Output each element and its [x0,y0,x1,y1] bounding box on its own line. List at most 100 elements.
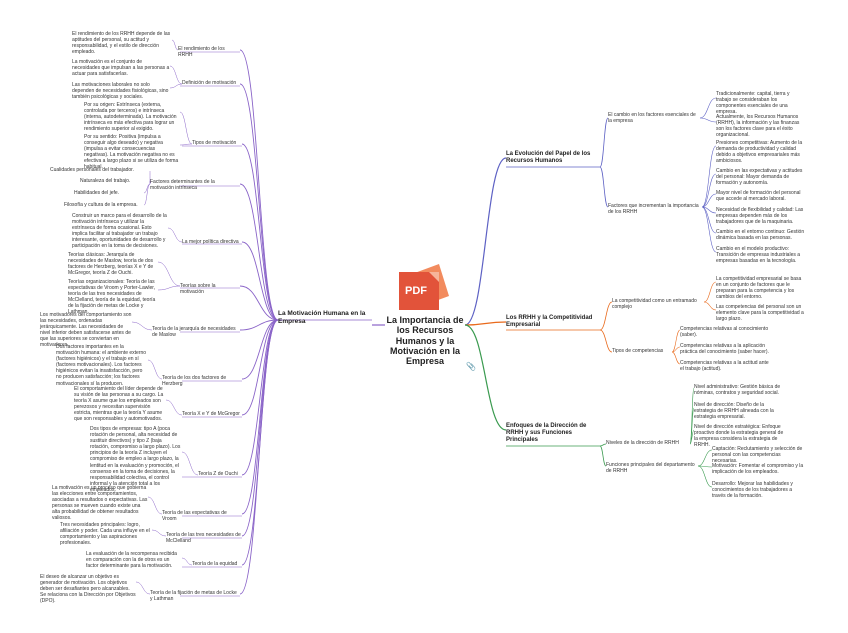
paperclip-icon[interactable]: 📎 [466,362,476,371]
ouchi-label[interactable]: Teoría Z de Ouchi [198,471,238,477]
link-left-leaf-8 [143,183,151,206]
rendimiento-label[interactable]: El rendimiento de los RRHH [178,46,225,59]
maslow-label[interactable]: Teoría de la jerarquía de necesidades de… [152,326,236,339]
link-comp-tipos [599,329,613,353]
factores-rrhh-item-3: Mayor nivel de formación del personal qu… [716,190,801,203]
link-left-cat-4 [241,241,279,321]
link-left-cat-11 [241,319,279,537]
competencia-item-1: Competencias relativas al conocimiento (… [680,326,769,339]
link-enfoques-niveles [599,443,607,447]
competitividad-item-2: Las competencias del personal son un ele… [716,304,804,323]
pdf-document-icon[interactable]: PDF [397,262,453,314]
tipos-competencias-label[interactable]: Tipos de competencias [612,348,664,354]
factores-rrhh-item-6: Cambio en el modelo productivo: Transici… [716,246,801,265]
link-left-leaf-9 [167,227,183,243]
nivel-item-3: Nivel de dirección estratégica: Enfoque … [694,424,784,449]
cambios-item-2: Actualmente, los Recursos Humanos (RRHH)… [716,114,800,139]
definicion-label[interactable]: Definición de motivación [182,80,237,86]
locke-desc: El deseo de alcanzar un objetivo es gene… [40,574,136,605]
link-left-cat-8 [241,319,279,416]
ouchi-desc: Dos tipos de empresas: tipo A (poca rota… [90,426,181,493]
niveles-label[interactable]: Niveles de la dirección de RRHH [606,440,679,446]
equidad-desc: La evaluación de la recompensa recibida … [86,551,177,570]
link-left-leaf-15 [181,451,199,476]
funcion-item-3: Desarrollo: Mejorar las habilidades y co… [712,481,793,500]
definicion-desc-1: La motivación es el conjunto de necesida… [72,59,170,78]
mcgregor-label[interactable]: Teoría X e Y de McGregor [182,411,240,417]
link-evolucion-factores [599,166,609,208]
link-left-leaf-14 [165,399,183,416]
cambios-label[interactable]: El cambio en los factores esenciales de … [608,112,696,125]
left-branch-title[interactable]: La Motivación Humana en la Empresa [278,310,366,325]
competitividad-item-1: La competitividad empresarial se basa en… [716,276,802,301]
factores-rrhh-label[interactable]: Factores que incrementan la importancia … [608,203,699,216]
nivel-item-1: Nivel administrativo: Gestión básica de … [694,384,781,397]
vroom-label[interactable]: Teoría de las expectativas de Vroom [162,510,227,523]
equidad-label[interactable]: Teoría de la equidad [192,561,238,567]
link-left-leaf-12 [131,321,153,331]
funciones-label[interactable]: Funciones principales del departamento d… [606,462,695,475]
link-left-cat-9 [241,319,279,476]
factor-item-4: Filosofía y cultura de la empresa. [64,202,138,208]
link-left-leaf-10 [157,261,181,287]
link-factores-rrhh-2 [701,193,717,208]
tipos-label[interactable]: Tipos de motivación [192,140,237,146]
tipos-desc-2: Por su sentido: Positiva (impulsa a cons… [84,134,179,171]
link-enfoques-funciones [599,445,607,467]
link-left-leaf-3 [179,111,193,145]
mcclelland-desc: Tres necesidades principales: logro, afi… [60,522,150,547]
link-left-leaf-1 [169,65,183,85]
mcgregor-desc: El comportamiento del líder depende de s… [74,386,164,423]
politica-desc: Construir un marco para el desarrollo de… [72,213,167,250]
link-left-cat-2 [241,143,279,321]
factores-rrhh-item-5: Cambio en el entorno continuo: Gestión d… [716,229,805,242]
evolucion-title[interactable]: La Evolución del Papel de los Recursos H… [506,151,591,165]
competitividad-title[interactable]: Los RRHH y la Competitividad Empresarial [506,315,593,329]
funcion-item-2: Motivación: Fomentar el compromiso y la … [712,463,804,476]
herzberg-desc: Dos factores importantes en la motivació… [56,344,147,387]
link-cambios-1 [699,117,717,123]
factores-label[interactable]: Factores determinantes de la motivación … [150,179,215,192]
enfoques-title[interactable]: Enfoques de la Dirección de RRHH y sus F… [506,423,587,444]
link-comp-ventaja [599,301,613,331]
link-tipos-comp-0 [671,329,681,353]
cambios-item-1: Tradicionalmente: capital, tierra y trab… [716,91,790,116]
link-funciones-2 [697,465,713,488]
factores-rrhh-item-2: Cambio en las expectativas y actitudes d… [716,168,803,187]
competencia-item-3: Competencias relativas a la actitud ante… [680,360,769,373]
link-cambios-0 [699,97,717,119]
competitividad-label[interactable]: La competitividad como un entramado comp… [612,298,697,311]
link-niveles-1 [689,407,695,445]
link-center-evolucion [464,157,507,326]
link-factores-rrhh-1 [701,173,717,208]
teorias-label[interactable]: Teorías sobre la motivación [180,283,216,296]
link-left-leaf-19 [135,581,151,595]
definicion-desc-2: Las motivaciones laborales no solo depen… [72,82,169,101]
link-factores-rrhh-0 [701,145,717,208]
mcclelland-label[interactable]: Teoría de las tres necesidades de McClel… [166,532,241,545]
link-tipos-comp-1 [671,346,681,353]
link-factores-rrhh-5 [701,206,717,253]
link-left-leaf-17 [151,529,167,537]
nivel-item-2: Nivel de dirección: Diseño de la estrate… [694,402,774,421]
central-topic[interactable]: La Importancia de los Recursos Humanos y… [386,315,464,367]
link-left-leaf-16 [147,496,163,515]
link-left-leaf-11 [157,285,181,291]
link-left-cat-6 [239,319,279,331]
teorias-desc-1: Teorías clásicas: Jerarquía de necesidad… [68,252,154,277]
link-left-leaf-0 [171,39,179,51]
link-niveles-2 [689,429,695,445]
politica-label[interactable]: La mejor política directiva [182,239,239,245]
factor-item-3: Habilidades del jefe. [74,190,120,196]
link-evolucion-cambios [599,117,609,168]
maslow-desc: Los motivadores del comportamiento son l… [40,312,132,349]
link-left-leaf-18 [181,557,193,566]
link-left-leaf-13 [147,359,163,380]
link-left-leaf-2 [169,83,183,89]
link-left-cat-7 [241,319,279,380]
herzberg-label[interactable]: Teoría de los dos factores de Herzberg [162,375,227,388]
locke-label[interactable]: Teoría de la fijación de metas de Locke … [150,590,237,603]
link-left-cat-3 [239,183,279,321]
